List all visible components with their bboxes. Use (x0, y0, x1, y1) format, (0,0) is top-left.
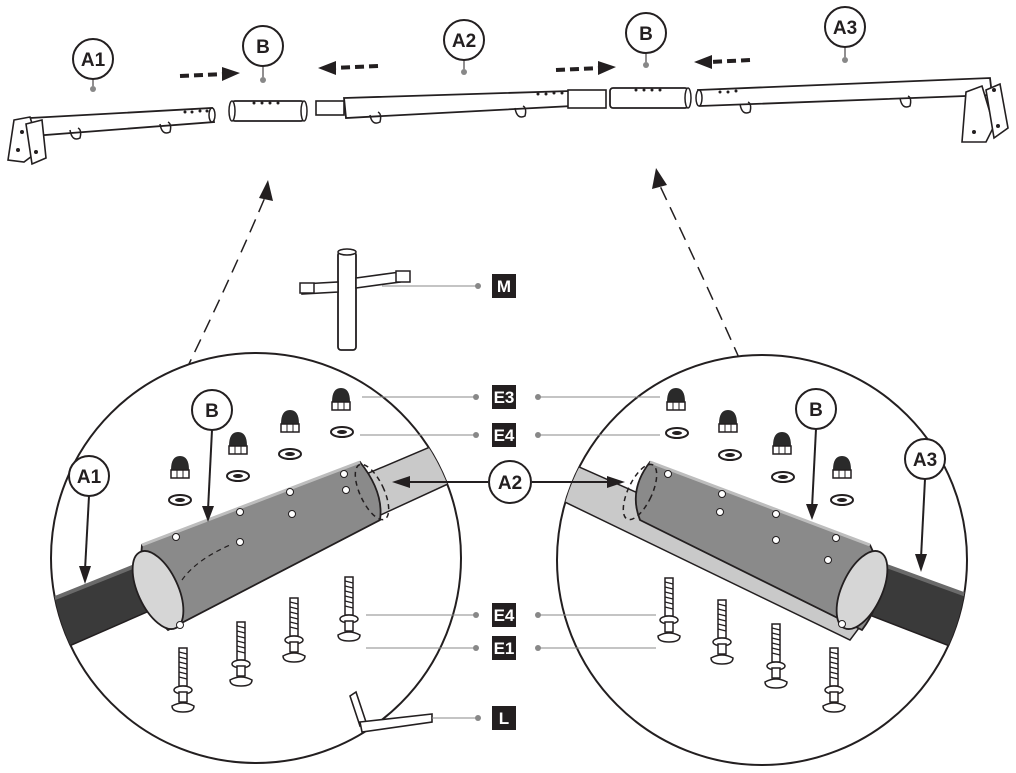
tube-a2 (315, 89, 607, 124)
svg-text:B: B (639, 24, 653, 45)
svg-text:L: L (499, 709, 509, 728)
svg-text:A1: A1 (77, 467, 102, 488)
label-a1-top: A1 (72, 38, 114, 92)
right-arrow-icon (555, 61, 616, 75)
washer-icon (330, 426, 354, 438)
tube-a1 (7, 107, 216, 166)
label-b-top-left: B (242, 25, 284, 83)
svg-text:A3: A3 (833, 18, 857, 39)
washer-icon (278, 448, 302, 460)
label-a3-right-detail: A3 (904, 438, 946, 572)
svg-text:B: B (205, 401, 219, 422)
tube-a3 (695, 77, 1009, 143)
left-arrow-icon (694, 55, 751, 69)
svg-text:E1: E1 (494, 639, 515, 658)
left-arrow-icon (318, 61, 379, 75)
up-arrow-icon (652, 168, 741, 361)
svg-text:A2: A2 (452, 31, 476, 52)
svg-text:M: M (497, 277, 511, 296)
up-arrow-icon (184, 180, 273, 373)
allen-key-icon (349, 690, 433, 733)
label-b-left-detail: B (191, 389, 233, 522)
t-wrench-icon (299, 248, 411, 351)
washer-icon (718, 449, 742, 461)
cap-nut-icon (718, 409, 738, 433)
svg-text:E4: E4 (494, 426, 515, 445)
label-m: M (382, 274, 516, 298)
washer-icon (830, 494, 854, 506)
top-assembly: A1 B A2 B A3 (7, 6, 1009, 166)
label-l: L (432, 706, 516, 730)
label-b-top-right: B (625, 12, 667, 68)
tube-b-left (228, 100, 308, 122)
cap-nut-icon (772, 431, 792, 455)
label-e3: E3 (362, 385, 660, 409)
svg-text:B: B (809, 400, 823, 421)
label-a3-top: A3 (824, 6, 866, 63)
svg-text:A1: A1 (81, 50, 106, 71)
cap-nut-icon (280, 409, 300, 433)
label-a2-top: A2 (443, 19, 485, 75)
washer-icon (168, 494, 192, 506)
svg-text:E3: E3 (494, 388, 515, 407)
label-b-right-detail: B (795, 388, 837, 520)
svg-text:A2: A2 (498, 473, 522, 494)
label-a2-center: A2 (392, 460, 625, 504)
washer-icon (226, 470, 250, 482)
cap-nut-icon (170, 455, 190, 479)
detail-circle-right: B A3 (556, 354, 968, 766)
detail-circle-left: B A1 (50, 352, 462, 764)
tube-b-right (609, 87, 692, 109)
svg-text:A3: A3 (913, 450, 937, 471)
label-a1-left-detail: A1 (68, 455, 110, 584)
washer-icon (665, 427, 689, 439)
svg-text:E4: E4 (494, 606, 515, 625)
cap-nut-icon (666, 387, 686, 411)
cap-nut-icon (832, 455, 852, 479)
right-arrow-icon (179, 67, 240, 81)
label-e4-top: E4 (360, 423, 660, 447)
cap-nut-icon (228, 431, 248, 455)
label-e1: E1 (366, 636, 656, 660)
washer-icon (771, 471, 795, 483)
svg-text:B: B (256, 37, 270, 58)
label-e4-bottom: E4 (366, 603, 656, 627)
cap-nut-icon (331, 387, 351, 411)
